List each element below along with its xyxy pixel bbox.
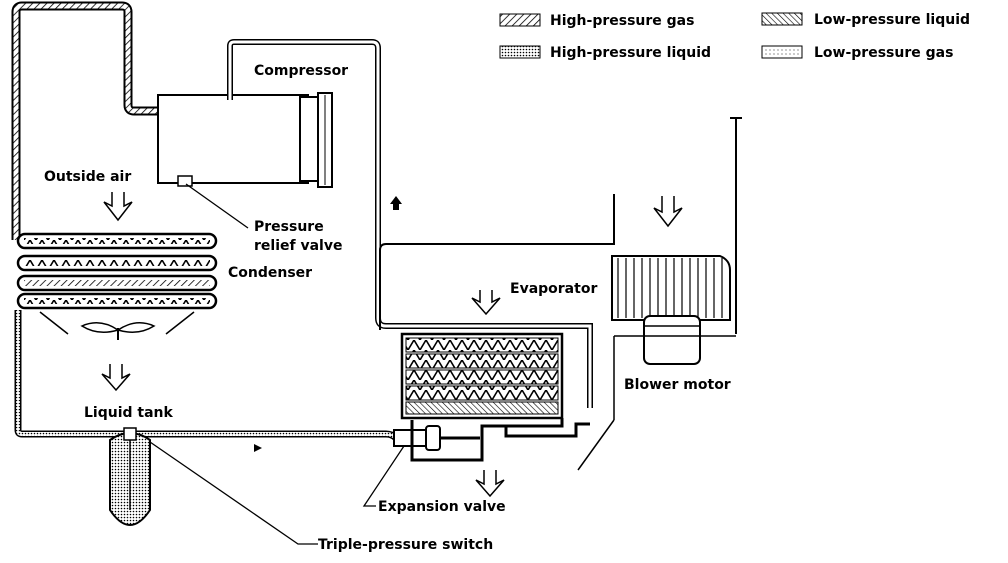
flow-arrow-up-icon (390, 196, 402, 210)
expansion-valve-label: Expansion valve (378, 499, 506, 515)
flow-arrow-right-icon (254, 444, 262, 452)
legend-low-pressure-gas: Low-pressure gas (761, 45, 953, 61)
legend-low-pressure-liquid: Low-pressure liquid (761, 12, 970, 28)
blower (577, 117, 742, 471)
evaporator-in-air-arrow-icon (471, 290, 501, 316)
legend-high-pressure-gas: High-pressure gas (499, 13, 694, 29)
compressor (157, 92, 333, 188)
evaporator-label: Evaporator (510, 281, 597, 297)
pressure-relief-leader (185, 183, 249, 229)
outside-air-label: Outside air (44, 169, 131, 185)
triple-pressure-switch-leader (149, 441, 318, 545)
fan-air-arrow-icon (101, 364, 131, 392)
condenser-label: Condenser (228, 265, 312, 281)
condenser (16, 232, 218, 310)
expansion-valve-leader (362, 445, 405, 507)
legend-high-pressure-liquid: High-pressure liquid (499, 45, 711, 61)
evaporator-out-air-arrow-icon (475, 470, 505, 498)
blower-motor-label: Blower motor (624, 377, 731, 393)
outside-air-arrow-icon (103, 192, 133, 222)
triple-pressure-switch-label: Triple-pressure switch (318, 537, 493, 553)
evaporator (379, 194, 615, 462)
legend-high-pressure-liquid-label: High-pressure liquid (550, 45, 711, 61)
pressure-relief-label-1: Pressure (254, 219, 324, 235)
legend-low-pressure-liquid-label: Low-pressure liquid (814, 12, 970, 28)
compressor-label: Compressor (254, 63, 348, 79)
blower-in-air-arrow-icon (653, 196, 683, 228)
condenser-fan (39, 311, 195, 340)
high-pressure-liquid-line (14, 310, 399, 441)
legend-low-pressure-gas-label: Low-pressure gas (814, 45, 953, 61)
pressure-relief-label-2: relief valve (254, 238, 342, 254)
legend: High-pressure gas High-pressure liquid L… (499, 12, 970, 61)
high-pressure-gas-line (11, 1, 160, 240)
liquid-tank-label: Liquid tank (84, 405, 174, 421)
liquid-tank (109, 427, 151, 526)
legend-high-pressure-gas-label: High-pressure gas (550, 13, 694, 29)
